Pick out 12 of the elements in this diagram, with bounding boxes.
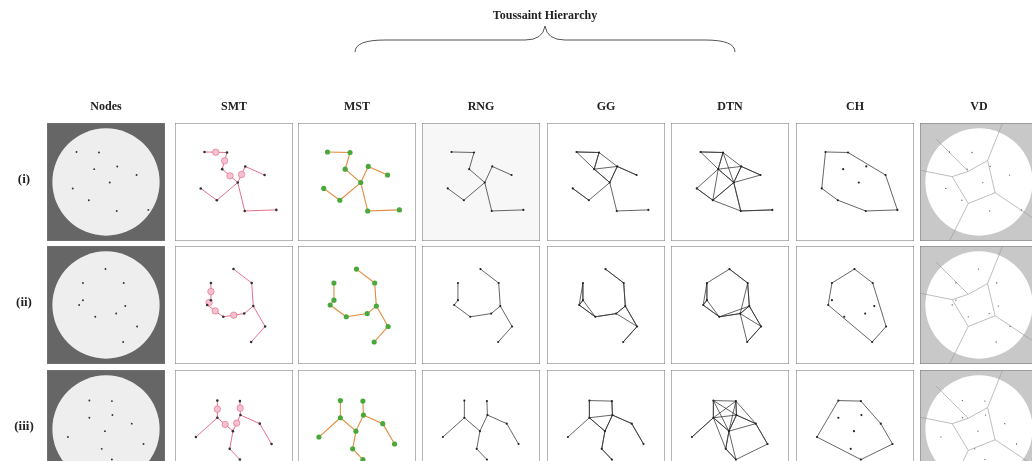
column-header: SMT xyxy=(221,99,247,114)
column-header: DTN xyxy=(717,99,743,114)
column-header: VD xyxy=(970,99,988,114)
column-header: GG xyxy=(596,99,616,114)
bracket-title: Toussaint Hierarchy xyxy=(492,8,598,23)
column-header: Nodes xyxy=(90,99,122,114)
column-header: CH xyxy=(846,99,864,114)
row-label: (ii) xyxy=(16,294,32,310)
column-header: MST xyxy=(344,99,370,114)
row-label: (iii) xyxy=(14,418,34,434)
column-header: RNG xyxy=(467,99,495,114)
row-label: (i) xyxy=(17,171,31,187)
